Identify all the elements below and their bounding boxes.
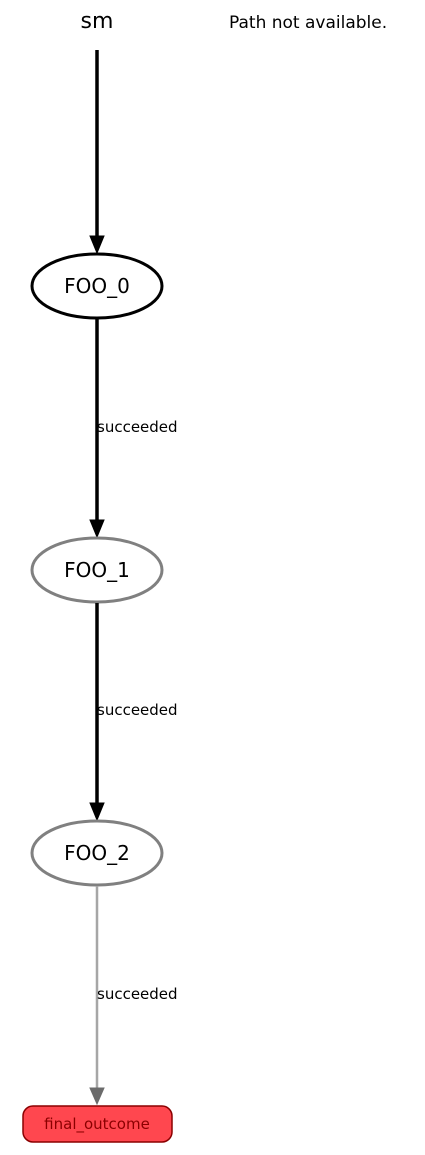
arrowhead <box>89 235 105 255</box>
state-node-foo-1[interactable]: FOO_1 <box>30 536 164 604</box>
edge-entry-to-foo-0 <box>89 50 105 255</box>
arrowhead <box>89 519 105 539</box>
status-message: Path not available. <box>229 13 387 33</box>
edge-foo-1-to-foo-2: succeeded <box>89 603 178 822</box>
edge-label-succeeded: succeeded <box>97 418 178 436</box>
state-node-foo-2[interactable]: FOO_2 <box>30 819 164 887</box>
outcome-label: final_outcome <box>44 1115 150 1134</box>
edge-foo-2-to-final-outcome: succeeded <box>89 886 178 1106</box>
node-shape-foo-0 <box>30 252 164 320</box>
edge-label-succeeded: succeeded <box>97 701 178 719</box>
node-label-foo-2: FOO_2 <box>64 841 130 865</box>
node-label-foo-0: FOO_0 <box>64 274 130 298</box>
edge-foo-0-to-foo-1: succeeded <box>89 319 178 539</box>
state-node-foo-0[interactable]: FOO_0 <box>30 252 164 320</box>
node-shape-foo-2 <box>30 819 164 887</box>
outcome-node-final-outcome[interactable]: final_outcome <box>22 1105 173 1143</box>
arrowhead <box>89 1087 105 1106</box>
node-shape-foo-1 <box>30 536 164 604</box>
outcome-shape <box>22 1105 173 1143</box>
edge-label-succeeded: succeeded <box>97 985 178 1003</box>
node-label-foo-1: FOO_1 <box>64 558 130 582</box>
arrowhead <box>89 802 105 822</box>
graph-title: sm <box>81 9 114 34</box>
